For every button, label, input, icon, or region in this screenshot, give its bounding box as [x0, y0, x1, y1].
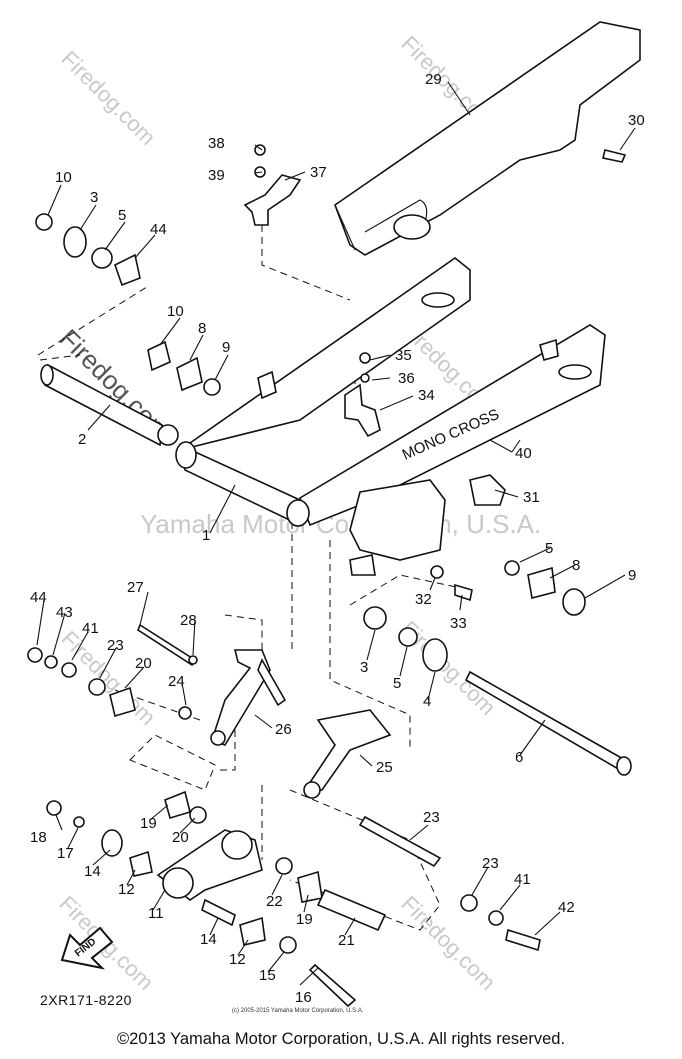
relay-arm-25	[303, 709, 392, 799]
callout-20: 20	[135, 655, 152, 672]
callout-21: 21	[338, 932, 355, 949]
callout-12-left: 12	[118, 881, 135, 898]
callout-19-right: 22	[266, 893, 283, 910]
callout-3-top: 44	[150, 221, 167, 238]
bracket-parts	[344, 352, 381, 438]
callout-7: 10	[55, 169, 72, 186]
callout-32: 32	[415, 591, 432, 608]
callout-26: 26	[275, 721, 292, 738]
callout-22: 23	[423, 809, 440, 826]
watermark-yamaha-center: Yamaha Motor Corporation, U.S.A.	[140, 509, 541, 539]
callout-41-right: 41	[514, 871, 531, 888]
swingarm: MONO CROSS	[175, 257, 606, 576]
callout-40: 40	[515, 445, 532, 462]
callout-10-right: 9	[628, 567, 636, 584]
callout-36: 36	[398, 370, 415, 387]
callout-44: 44	[30, 589, 47, 606]
callout-25: 25	[376, 759, 393, 776]
callout-9-right: 5	[545, 540, 553, 557]
callout-24: 24	[168, 673, 185, 690]
callout-1: 1	[202, 527, 210, 544]
callout-42: 42	[558, 899, 575, 916]
callout-43: 43	[56, 604, 73, 621]
chain-guard	[334, 21, 641, 256]
copyright-notice: ©2013 Yamaha Motor Corporation, U.S.A. A…	[116, 1030, 566, 1048]
callout-14-bottom: 15	[259, 967, 276, 984]
callout-14-left: 14	[84, 863, 101, 880]
callout-30: 30	[628, 112, 645, 129]
callout-6: 6	[515, 749, 523, 766]
callout-15: 16	[295, 989, 312, 1006]
callout-4-top: 3	[90, 189, 98, 206]
callout-27: 27	[127, 579, 144, 596]
callout-8-left: 8	[198, 320, 206, 337]
callout-41-left: 41	[82, 620, 99, 637]
callout-28: 28	[180, 612, 197, 629]
callout-29: 29	[425, 71, 442, 88]
callout-9-left: 9	[222, 339, 230, 356]
cable-holder-parts	[243, 144, 302, 226]
callout-18-left: 19	[140, 815, 157, 832]
watermark-firedog-top-left: Firedog.com	[56, 46, 160, 150]
callout-12-bottom: 12	[229, 951, 246, 968]
callout-33: 33	[450, 615, 467, 632]
callout-3-bottom: 3	[360, 659, 368, 676]
callout-13: 14	[200, 931, 217, 948]
callout-18-right: 19	[296, 911, 313, 928]
callout-8-right: 8	[572, 557, 580, 574]
callout-37: 37	[310, 164, 327, 181]
callout-5-top: 5	[118, 207, 126, 224]
callout-31: 31	[523, 489, 540, 506]
callout-labels: 10 3 5 44 10 8 9 2 1 29 30 38 39 37 35 3…	[30, 71, 645, 1006]
pivot-parts	[35, 213, 221, 447]
callout-16: 17	[57, 845, 74, 862]
watermark-firedog-bottom-right: Firedog.com	[396, 891, 500, 995]
callout-39: 39	[208, 167, 225, 184]
relay-arm-26	[210, 649, 287, 746]
callout-4-bottom: 4	[423, 693, 431, 710]
callout-5-bottom: 5	[393, 675, 401, 692]
callout-23-right: 23	[482, 855, 499, 872]
right-small-parts	[430, 149, 627, 616]
leader-lines	[36, 81, 636, 986]
callout-19-left: 20	[172, 829, 189, 846]
connecting-rod-parts	[46, 790, 387, 954]
callout-2: 2	[78, 431, 86, 448]
callout-10-left: 10	[167, 303, 184, 320]
callout-23-left: 23	[107, 637, 124, 654]
callout-35: 35	[395, 347, 412, 364]
left-stack-parts	[27, 623, 198, 720]
callout-34: 34	[418, 387, 435, 404]
diagram-code: 2XR171-8220	[40, 992, 132, 1008]
callout-17: 18	[30, 829, 47, 846]
fine-print: (c) 2005-2015 Yamaha Motor Corporation, …	[232, 1008, 364, 1014]
callout-38: 38	[208, 135, 225, 152]
callout-11: 11	[148, 905, 164, 922]
bolt-parts	[308, 606, 632, 1008]
